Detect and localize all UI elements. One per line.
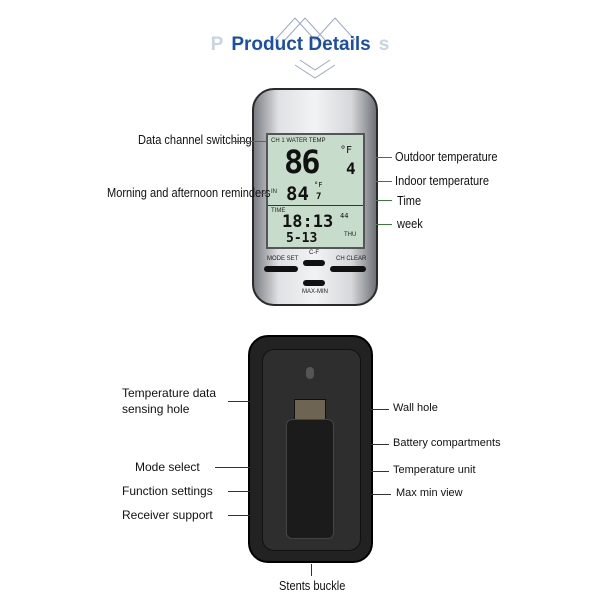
label-morning-afternoon-reminders: Morning and afternoon reminders — [107, 185, 271, 200]
time-label: TIME — [271, 208, 286, 214]
lcd-display: CH 1 WATER TEMP 86 °F 4 IN 84 °F 7 TIME … — [266, 133, 365, 249]
label-wall-hole: Wall hole — [393, 402, 438, 414]
ghost-title-left: P — [210, 34, 224, 55]
label-stents-buckle: Stents buckle — [279, 578, 346, 593]
label-indoor-temperature: Indoor temperature — [395, 173, 489, 188]
indoor-temp: 84 — [286, 183, 309, 205]
ghost-title-right: s — [378, 34, 390, 55]
label-temperature-sensing-1: Temperature data — [122, 386, 217, 400]
mode-set-label: MODE SET — [267, 256, 299, 262]
c-f-label: C-F — [309, 250, 319, 256]
mode-set-button[interactable] — [264, 266, 298, 272]
outdoor-decimal: 4 — [346, 159, 356, 178]
label-data-channel-switching: Data channel switching — [138, 132, 252, 147]
label-outdoor-temperature: Outdoor temperature — [395, 149, 498, 164]
ch-clear-label: CH CLEAR — [336, 256, 367, 262]
label-max-min-view: Max min view — [396, 487, 463, 499]
ch-clear-button[interactable] — [330, 266, 366, 272]
max-min-button[interactable] — [303, 280, 325, 286]
label-receiver-support: Receiver support — [122, 508, 213, 522]
weekday-display: THU — [344, 232, 357, 238]
label-time: Time — [397, 193, 422, 208]
label-temperature-unit: Temperature unit — [393, 464, 476, 476]
date-display: 5-13 — [286, 231, 318, 246]
seconds-display: 44 — [340, 212, 349, 220]
wall-hole-icon — [306, 367, 314, 379]
max-min-label: MAX-MIN — [302, 289, 328, 295]
battery-compartment[interactable] — [286, 419, 334, 539]
c-f-button[interactable] — [303, 260, 325, 266]
label-mode-select: Mode select — [135, 460, 200, 474]
time-display: 18:13 — [282, 212, 334, 232]
label-temperature-sensing-2: sensing hole — [122, 402, 190, 416]
thermometer-back — [248, 335, 373, 563]
title-row: P Product Details s — [0, 34, 600, 56]
indoor-icon: IN — [271, 189, 277, 195]
label-function-settings: Function settings — [122, 484, 213, 498]
indoor-decimal: 7 — [316, 192, 322, 202]
page-title: Product Details — [231, 34, 371, 55]
outdoor-unit: °F — [340, 145, 353, 156]
indoor-unit: °F — [314, 181, 323, 189]
channel-indicator: CH 1 WATER TEMP — [271, 138, 326, 144]
label-week: week — [397, 216, 423, 231]
outdoor-temp: 86 — [284, 143, 321, 181]
decorative-chevrons-icon — [274, 17, 356, 79]
label-battery-compartments: Battery compartments — [393, 437, 501, 449]
